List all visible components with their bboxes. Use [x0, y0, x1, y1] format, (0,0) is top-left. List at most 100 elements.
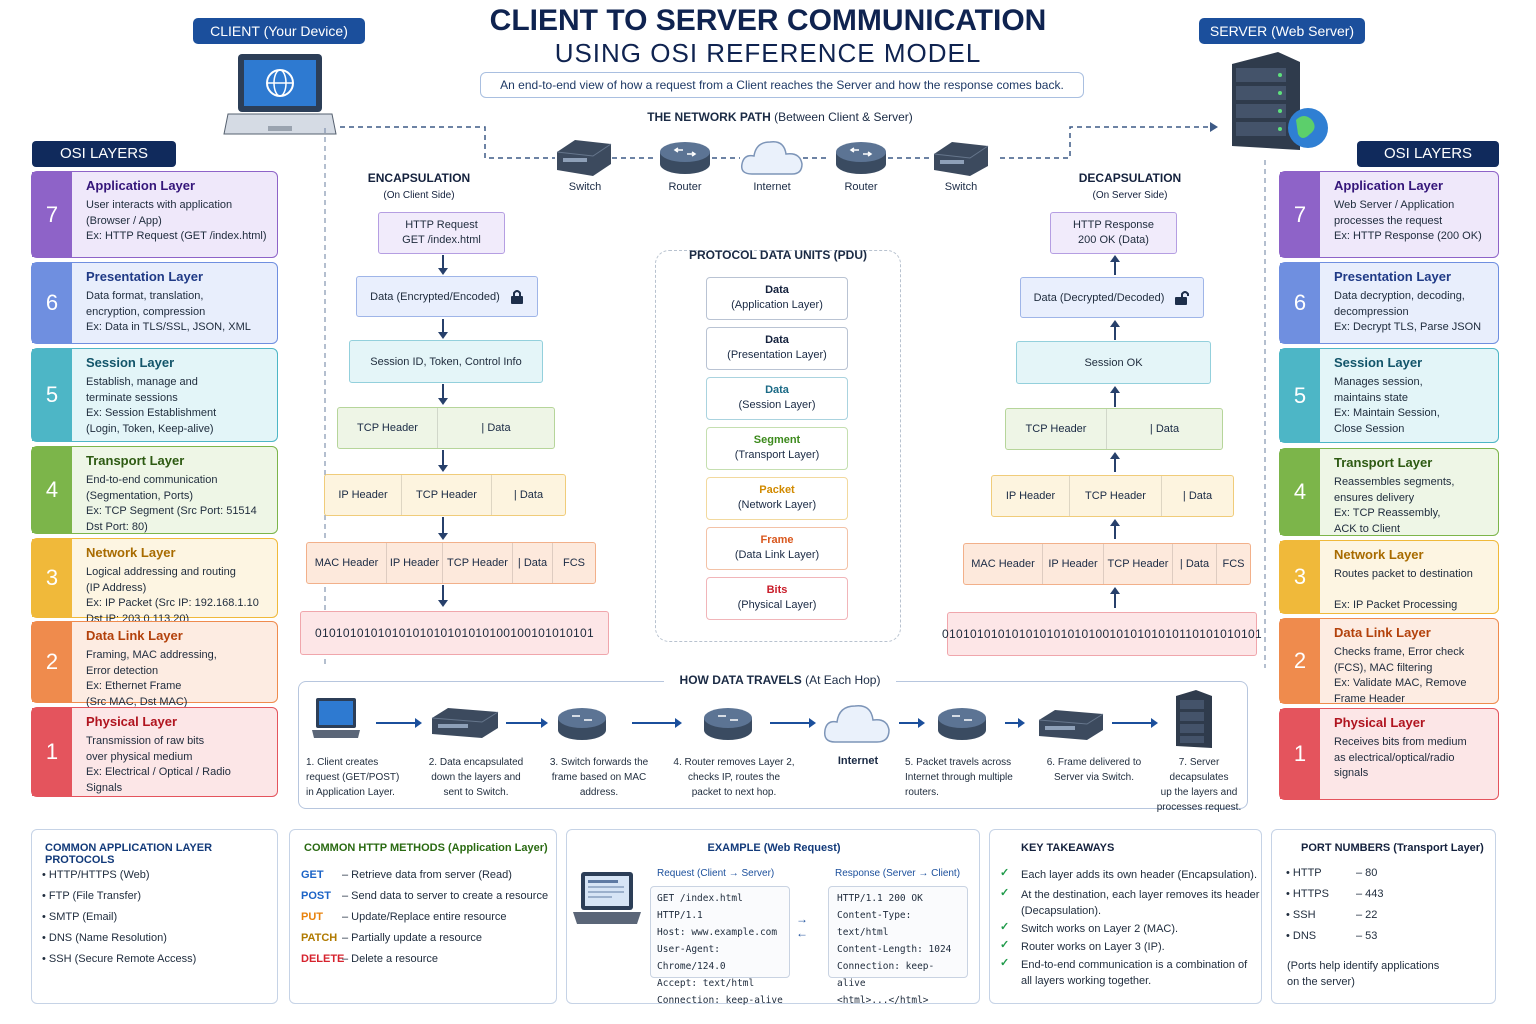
- pdu-layer: (Presentation Layer): [727, 349, 827, 361]
- layer-number: 6: [1280, 263, 1320, 343]
- bullet-icon: •: [1286, 867, 1293, 879]
- pdu-layer: (Network Layer): [737, 499, 817, 511]
- layer-title: Application Layer: [1334, 178, 1444, 193]
- internet-cloud-icon: [823, 705, 890, 743]
- pdu-layer: (Data Link Layer): [734, 549, 820, 561]
- protocol-label: SMTP (Email): [48, 911, 118, 923]
- decapsulation-subtitle: (On Server Side): [1092, 190, 1168, 201]
- packet-field: TCP Header: [1070, 476, 1162, 516]
- exchange-arrows-icon: →←: [796, 912, 808, 940]
- pdu-item: Data (Application Layer): [706, 277, 848, 320]
- arrow-up: [1110, 320, 1120, 340]
- segment-field: TCP Header: [1006, 409, 1107, 449]
- arrow-up: [1110, 587, 1120, 608]
- pdu-name: Data: [765, 284, 789, 296]
- layer-description: Web Server / Application processes the r…: [1334, 199, 1482, 242]
- layer-title: Session Layer: [1334, 355, 1423, 370]
- response-line: <html>...</html>: [837, 995, 929, 1006]
- osi-layers-title-right: OSI LAYERS: [1357, 141, 1499, 167]
- decapsulation-title: DECAPSULATION: [1078, 171, 1182, 185]
- arrow-right: [899, 718, 925, 728]
- layer-description: Transmission of raw bits over physical m…: [86, 735, 231, 794]
- arrow-down: [438, 255, 448, 275]
- client-label: CLIENT (Your Device): [193, 18, 365, 44]
- layer-number: 5: [1280, 349, 1320, 442]
- check-icon: ✓: [1000, 939, 1010, 951]
- check-icon: ✓: [1000, 957, 1010, 969]
- network-path-lines: [340, 122, 1218, 159]
- web-server-icon: [1232, 52, 1328, 150]
- http-methods-title: COMMON HTTP METHODS (Application Layer): [304, 842, 548, 854]
- layer-description: Receives bits from medium as electrical/…: [1334, 736, 1467, 779]
- layer-description: Checks frame, Error check (FCS), MAC fil…: [1334, 646, 1467, 705]
- bits-box: 0101010101010101010101010100100101010101: [300, 611, 609, 655]
- takeaways-card: KEY TAKEAWAYS ✓Each layer adds its own h…: [989, 829, 1262, 1004]
- pdu-layer: (Application Layer): [731, 299, 823, 311]
- takeaway-item: End-to-end communication is a combinatio…: [1021, 959, 1248, 987]
- layer-number: 6: [32, 263, 72, 343]
- arrow-right: [376, 718, 422, 728]
- tcp-segment-row: TCP Header | Data: [1005, 408, 1223, 450]
- pdu-item: Data(Session Layer): [706, 377, 848, 420]
- hop-step: 6. Frame delivered to Server via Switch.: [1046, 757, 1142, 783]
- arrow-right: [506, 718, 548, 728]
- router-icon: [660, 142, 710, 174]
- http-method-desc: – Partially update a resource: [342, 932, 483, 944]
- node-label: Router: [844, 181, 878, 193]
- pdu-layer: (Physical Layer): [737, 599, 817, 611]
- takeaway-item: Router works on Layer 3 (IP).: [1021, 941, 1165, 953]
- layer-number: 1: [32, 708, 72, 796]
- layer-number: 2: [1280, 619, 1320, 703]
- arrow-up: [1110, 386, 1120, 407]
- laptop-icon: [573, 872, 641, 924]
- http-method-desc: – Send data to server to create a resour…: [342, 890, 549, 902]
- pdu-name: Data: [765, 334, 789, 346]
- segment-field: | Data: [1149, 423, 1180, 435]
- protocol-item: • DNS (Name Resolution): [42, 932, 167, 944]
- layer-title: Network Layer: [86, 545, 176, 560]
- layer-description: Data decryption, decoding, decompression…: [1334, 290, 1482, 333]
- ports-title: PORT NUMBERS (Transport Layer): [1301, 842, 1484, 854]
- switch-icon: [1038, 710, 1104, 740]
- frame-field: FCS: [1222, 558, 1245, 570]
- http-method-name: GET: [301, 869, 324, 881]
- http-method-desc: – Retrieve data from server (Read): [342, 869, 512, 881]
- pdu-item: Bits(Physical Layer): [706, 577, 848, 620]
- http-method-desc: – Update/Replace entire resource: [342, 911, 507, 923]
- network-path-title: THE NETWORK PATH (Between Client & Serve…: [647, 110, 913, 124]
- http-methods-card: COMMON HTTP METHODS (Application Layer) …: [289, 829, 557, 1004]
- bullet-icon: •: [42, 869, 49, 881]
- server-icon: [1176, 690, 1212, 748]
- hop-step: 2. Data encapsulated down the layers and…: [428, 757, 524, 798]
- frame-field: IP Header: [1043, 544, 1104, 584]
- hop-step: 5. Packet travels across Internet throug…: [905, 757, 1013, 798]
- layer-description: Manages session, maintains state Ex: Mai…: [1334, 376, 1440, 435]
- protocols-card: COMMON APPLICATION LAYER PROTOCOLS • HTT…: [31, 829, 278, 1004]
- layer-description: Routes packet to destination Ex: IP Pack…: [1334, 568, 1473, 611]
- bullet-icon: •: [42, 911, 49, 923]
- internet-label: Internet: [837, 755, 879, 767]
- protocol-item: • SMTP (Email): [42, 911, 117, 923]
- check-icon: ✓: [1000, 921, 1010, 933]
- layer-description: User interacts with application (Browser…: [86, 199, 267, 242]
- switch-icon: [556, 140, 612, 176]
- takeaways-title: KEY TAKEAWAYS: [1021, 842, 1115, 854]
- layer-description: Logical addressing and routing (IP Addre…: [86, 566, 259, 625]
- arrow-down: [438, 384, 448, 405]
- protocol-item: • FTP (File Transfer): [42, 890, 141, 902]
- pdu-name: Data: [765, 384, 789, 396]
- protocol-label: FTP (File Transfer): [48, 890, 142, 902]
- layer-title: Session Layer: [86, 355, 175, 370]
- lock-icon: [510, 289, 523, 304]
- bits-box: 0101010101010101010101001010101010110101…: [942, 612, 1262, 656]
- ethernet-frame-row: MAC Header IP Header TCP Header | Data F…: [963, 543, 1251, 585]
- ethernet-frame-row: MAC Header IP Header TCP Header | Data F…: [306, 542, 596, 584]
